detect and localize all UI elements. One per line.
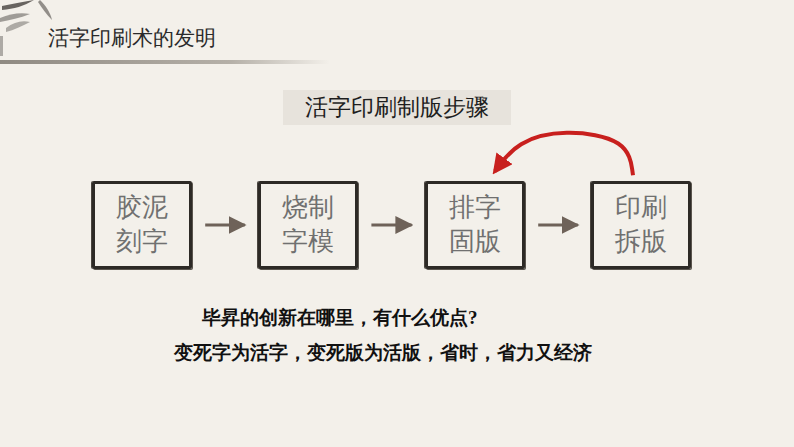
process-box: 印刷 拆版 <box>591 181 691 269</box>
step-label: 排字 固版 <box>448 191 503 259</box>
process-box: 胶泥 刻字 <box>92 181 192 269</box>
slide-title: 活字印刷术的发明 <box>48 24 216 52</box>
flow-arrow <box>205 224 245 227</box>
heading-band <box>283 90 511 125</box>
step-label: 胶泥 刻字 <box>115 191 170 259</box>
process-box: 排字 固版 <box>425 181 525 269</box>
question-text: 毕昇的创新在哪里，有什么优点? <box>202 305 478 331</box>
step-label: 印刷 拆版 <box>614 191 669 259</box>
section-heading: 活字印刷制版步骤 <box>305 92 489 123</box>
flow-arrow <box>371 224 411 227</box>
process-box: 烧制 字模 <box>258 181 358 269</box>
answer-text: 变死字为活字，变死版为活版，省时，省力又经济 <box>174 340 592 366</box>
header-bar <box>0 60 330 64</box>
step-label: 烧制 字模 <box>281 191 336 259</box>
flow-arrow <box>538 224 578 227</box>
reuse-arrow <box>495 133 633 175</box>
bamboo-ink <box>0 0 52 56</box>
